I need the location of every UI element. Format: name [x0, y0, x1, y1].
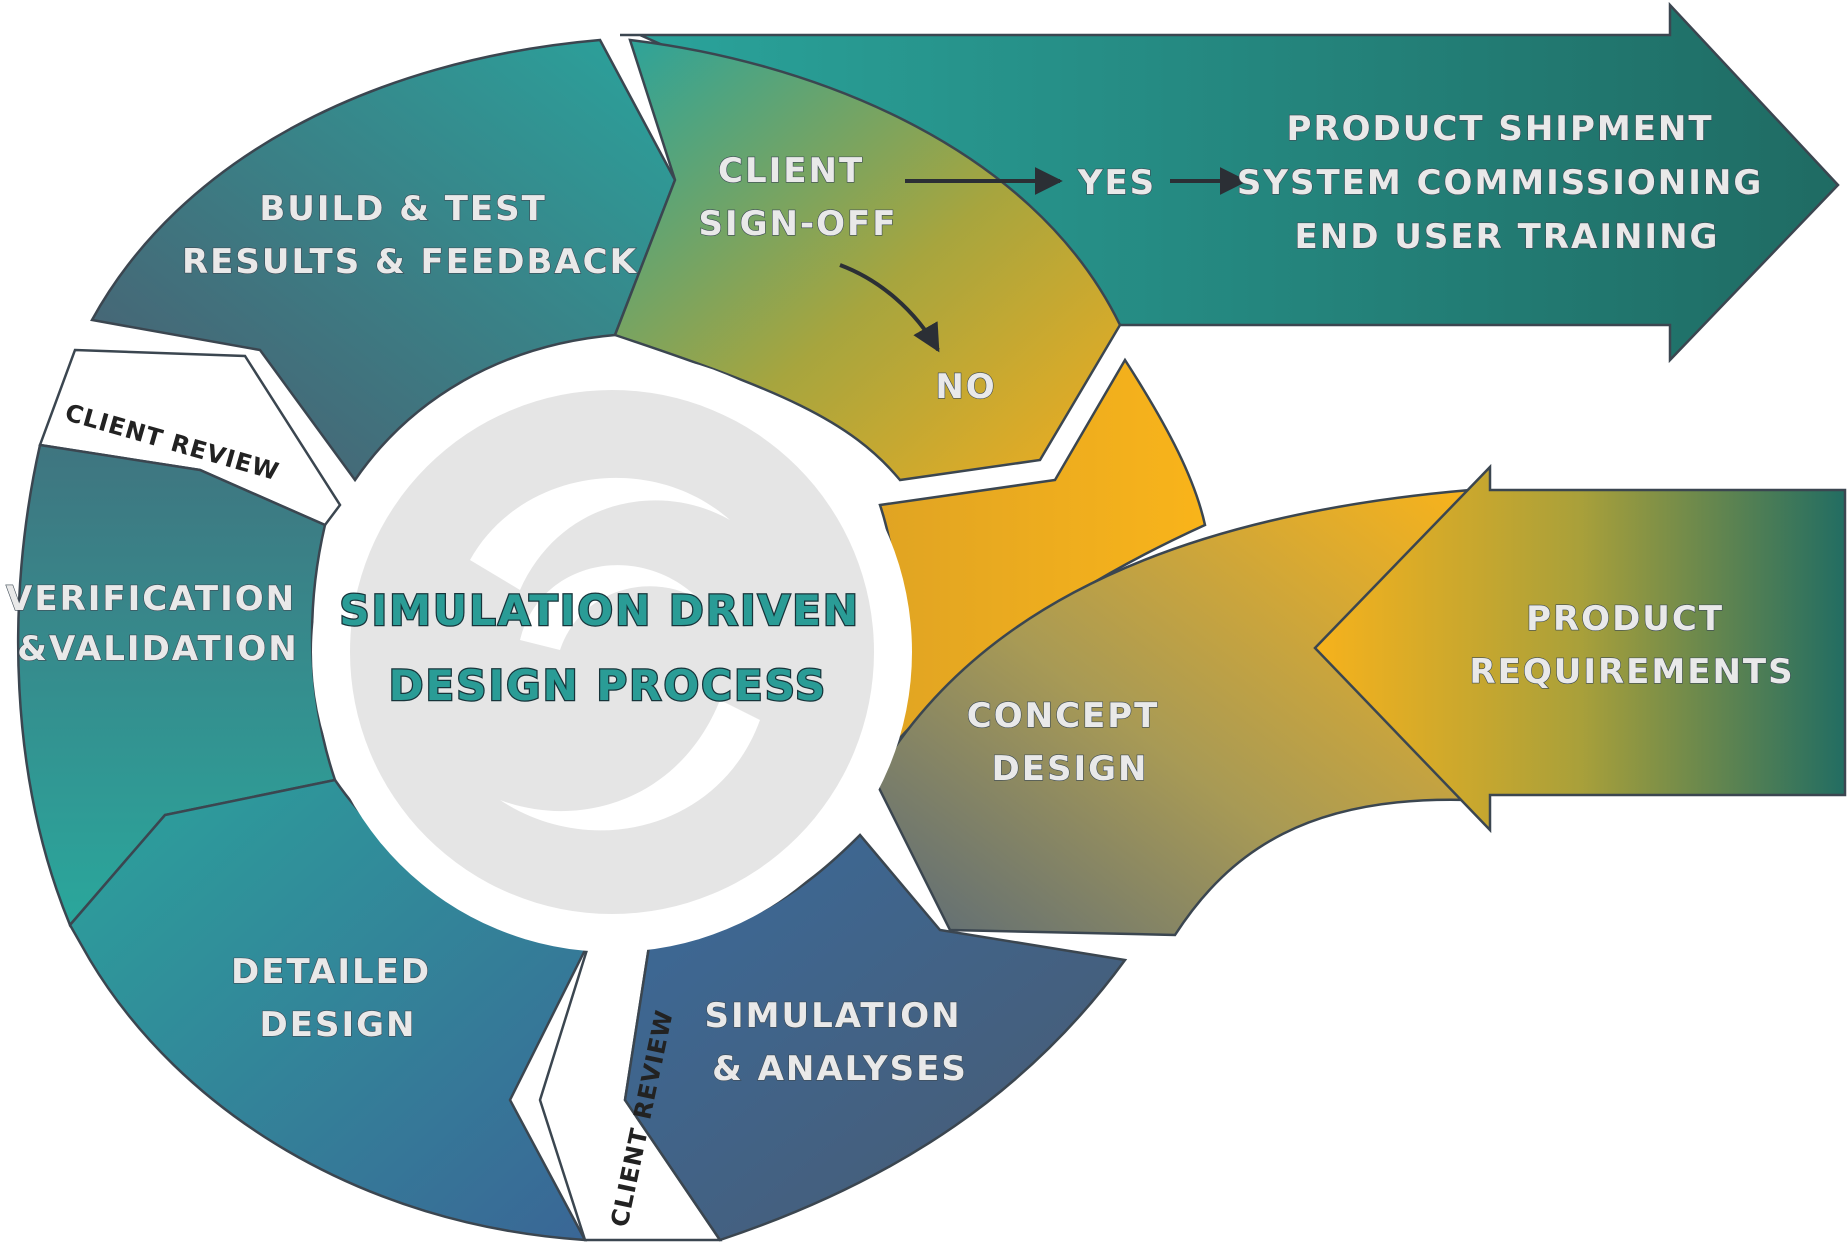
verification-line-2: &VALIDATION — [17, 629, 298, 669]
detailed-design-line-1: DETAILED — [231, 952, 431, 992]
requirements-line-1: PRODUCT — [1526, 599, 1724, 639]
concept-design-line-1: CONCEPT — [967, 696, 1160, 736]
center-title-line-2: DESIGN PROCESS — [389, 661, 828, 710]
shipment-label: PRODUCT SHIPMENT SYSTEM COMMISSIONING EN… — [1237, 109, 1777, 257]
client-signoff-label: CLIENT SIGN-OFF — [699, 151, 898, 244]
build-test-label: BUILD & TEST RESULTS & FEEDBACK — [182, 189, 638, 282]
no-label: NO — [935, 367, 996, 407]
client-signoff-line-1: CLIENT — [718, 151, 864, 191]
requirements-line-2: REQUIREMENTS — [1469, 652, 1794, 692]
verification-label: VERIFICATION &VALIDATION — [6, 579, 310, 669]
concept-design-line-2: DESIGN — [992, 749, 1149, 789]
shipment-line-1: PRODUCT SHIPMENT — [1287, 109, 1714, 149]
shipment-line-2: SYSTEM COMMISSIONING — [1237, 163, 1763, 203]
verification-line-1: VERIFICATION — [6, 579, 296, 619]
client-signoff-segment — [613, 38, 1122, 482]
concept-design-label: CONCEPT DESIGN — [967, 696, 1173, 789]
build-test-line-2: RESULTS & FEEDBACK — [182, 242, 638, 282]
requirements-arrow — [1313, 463, 1847, 834]
logo-watermark — [350, 390, 874, 914]
detailed-design-line-2: DESIGN — [260, 1005, 417, 1045]
build-test-segment — [90, 38, 677, 483]
simulation-line-2: & ANALYSES — [712, 1049, 968, 1089]
to-no-arrow — [839, 263, 940, 353]
yes-label: YES — [1077, 163, 1156, 203]
center-title-line-1: SIMULATION DRIVEN — [339, 586, 860, 635]
client-signoff-line-2: SIGN-OFF — [699, 204, 898, 244]
build-test-line-1: BUILD & TEST — [259, 189, 546, 229]
center-title: SIMULATION DRIVEN DESIGN PROCESS — [339, 586, 876, 710]
simulation-label: SIMULATION & ANALYSES — [705, 996, 976, 1089]
requirements-label: PRODUCT REQUIREMENTS — [1469, 599, 1794, 692]
concept-design-segment — [873, 488, 1472, 937]
detailed-design-label: DETAILED DESIGN — [231, 952, 445, 1045]
shipment-line-3: END USER TRAINING — [1295, 217, 1720, 257]
simulation-line-1: SIMULATION — [705, 996, 962, 1036]
